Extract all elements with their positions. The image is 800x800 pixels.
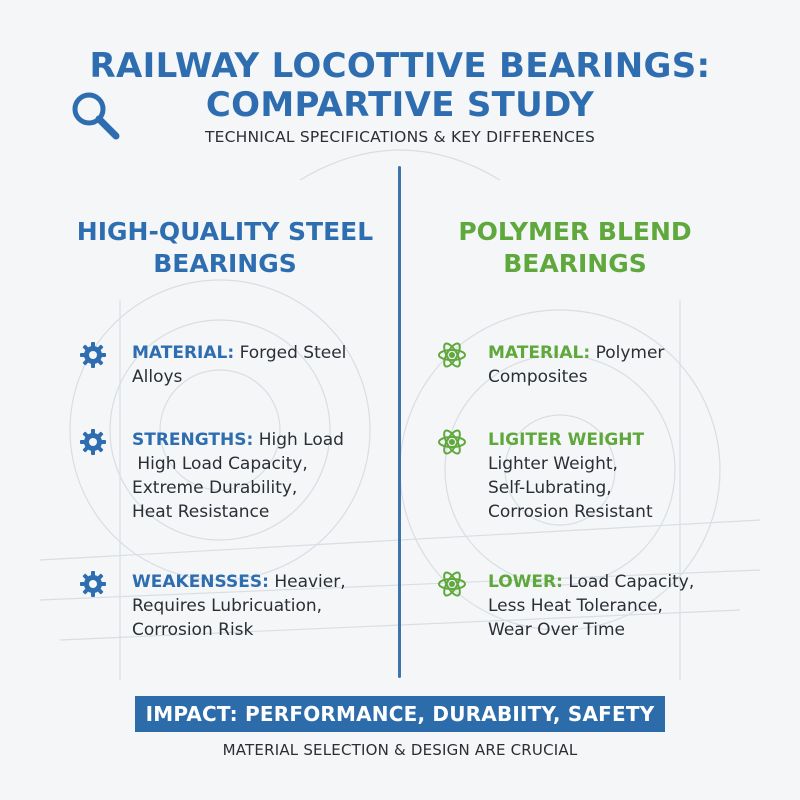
item-rest: Forged Steel: [234, 343, 347, 363]
right-item-lower: LOWER: Load Capacity, Less Heat Toleranc…: [488, 570, 694, 642]
atom-icon: [438, 429, 466, 455]
atom-icon: [438, 342, 466, 368]
page-subtitle: TECHNICAL SPECIFICATIONS & KEY DIFFERENC…: [204, 128, 596, 146]
item-lead: WEAKENSSES:: [132, 572, 269, 592]
item-lead: LIGITER WEIGHT: [488, 430, 645, 450]
title-line-1: RAILWAY LOCOTTIVE BEARINGS:: [89, 46, 711, 86]
item-line: Self-Lubrating,: [488, 478, 612, 498]
search-icon: [72, 92, 120, 140]
item-lead: MATERIAL:: [132, 343, 235, 363]
item-line: Composites: [488, 367, 588, 387]
right-item-material: MATERIAL: Polymer Composites: [488, 341, 664, 389]
impact-banner: IMPACT: PERFORMANCE, DURABIITY, SAFETY: [135, 696, 665, 732]
item-line: Lighter Weight,: [488, 454, 618, 474]
item-line: Extreme Durability,: [132, 478, 298, 498]
atom-icon: [438, 571, 466, 597]
item-line: Wear Over Time: [488, 620, 625, 640]
left-heading-line-2: BEARINGS: [153, 249, 297, 278]
gear-icon: [80, 342, 106, 368]
item-rest: High Load: [253, 430, 344, 450]
gear-icon: [80, 571, 106, 597]
item-line: Requires Lubricuation,: [132, 596, 323, 616]
footer-note: MATERIAL SELECTION & DESIGN ARE CRUCIAL: [222, 741, 578, 759]
item-line: Corrosion Risk: [132, 620, 254, 640]
item-lead: STRENGTHS:: [132, 430, 254, 450]
right-heading-line-2: BEARINGS: [503, 249, 647, 278]
item-line: High Load Capacity,: [132, 454, 308, 474]
left-item-material: MATERIAL: Forged Steel Alloys: [132, 341, 346, 389]
left-item-strengths: STRENGTHS: High Load High Load Capacity,…: [132, 428, 344, 524]
column-divider: [398, 166, 401, 678]
right-item-weight: LIGITER WEIGHT Lighter Weight, Self-Lubr…: [488, 428, 653, 524]
page-title: RAILWAY LOCOTTIVE BEARINGS: COMPARTIVE S…: [60, 47, 740, 125]
item-rest: Load Capacity,: [562, 572, 695, 592]
item-line: Less Heat Tolerance,: [488, 596, 663, 616]
left-column-heading: HIGH-QUALITY STEEL BEARINGS: [55, 216, 395, 280]
title-line-2: COMPARTIVE STUDY: [205, 85, 595, 125]
item-lead: MATERIAL:: [488, 343, 591, 363]
item-line: Corrosion Resistant: [488, 502, 653, 522]
right-heading-line-1: POLYMER BLEND: [458, 217, 692, 246]
item-rest: Heavier,: [268, 572, 346, 592]
item-line: Alloys: [132, 367, 183, 387]
item-rest: Polymer: [590, 343, 665, 363]
item-lead: LOWER:: [488, 572, 563, 592]
left-heading-line-1: HIGH-QUALITY STEEL: [76, 217, 374, 246]
left-item-weaknesses: WEAKENSSES: Heavier, Requires Lubricuati…: [132, 570, 346, 642]
right-column-heading: POLYMER BLEND BEARINGS: [405, 216, 745, 280]
item-line: Heat Resistance: [132, 502, 270, 522]
gear-icon: [80, 429, 106, 455]
